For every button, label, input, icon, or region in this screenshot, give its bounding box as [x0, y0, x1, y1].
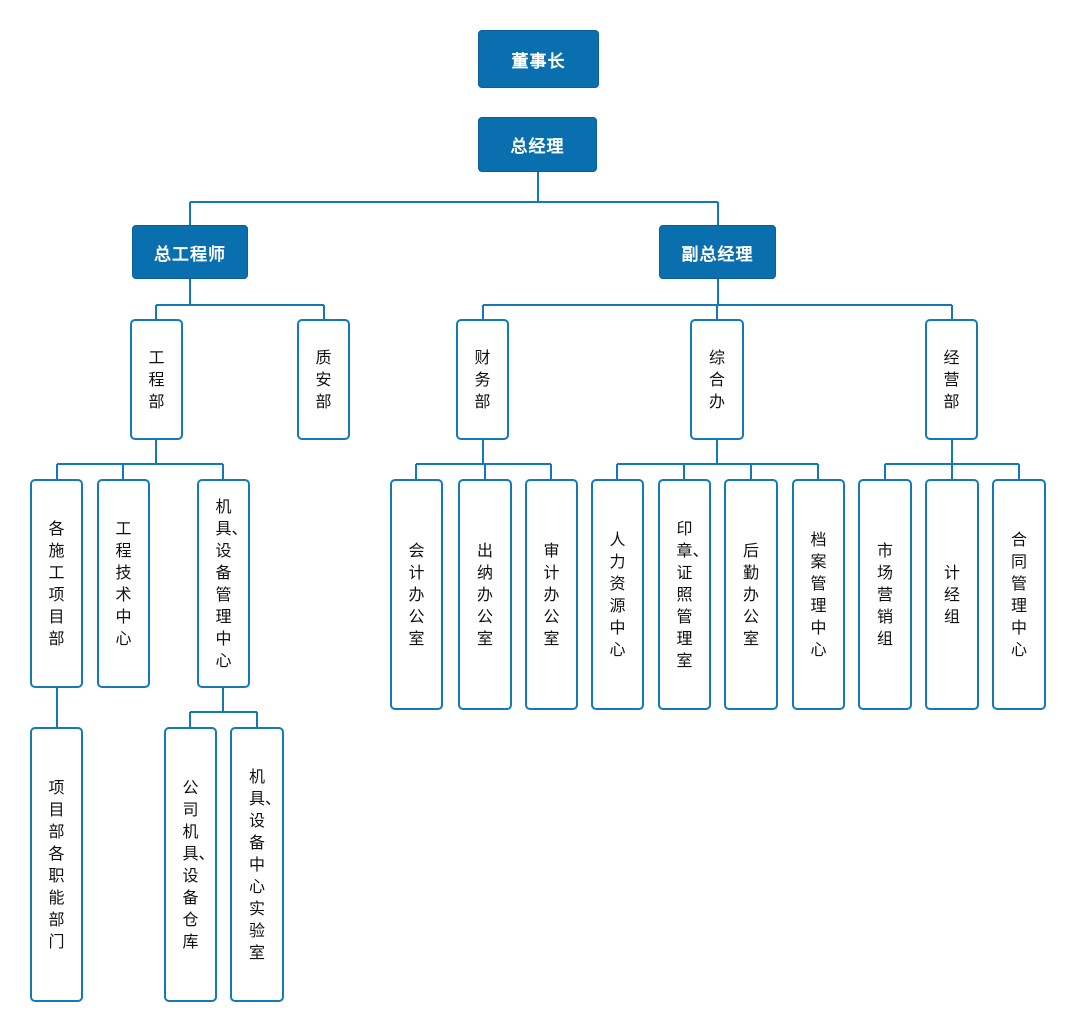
node-contract-center: 合同管理中心 [992, 479, 1046, 710]
node-equipment-center: 机具、设备管理中心 [197, 479, 250, 688]
node-engineering-dept: 工程部 [130, 319, 183, 440]
node-cashier-office: 出纳办公室 [458, 479, 512, 710]
node-accounting-office: 会计办公室 [390, 479, 443, 710]
node-equipment-lab: 机具、设备中心实验室 [230, 727, 284, 1002]
node-general-office: 综合办 [690, 319, 744, 440]
node-planning-group: 计经组 [925, 479, 979, 710]
node-general-manager: 总经理 [478, 117, 597, 172]
node-logistics-office: 后勤办公室 [724, 479, 778, 710]
node-business-dept: 经营部 [925, 319, 978, 440]
node-audit-office: 审计办公室 [525, 479, 578, 710]
node-chairman: 董事长 [478, 30, 599, 88]
node-seal-cert-office: 印章、证照管理室 [658, 479, 711, 710]
node-project-depts: 各施工项目部 [30, 479, 83, 688]
node-finance-dept: 财务部 [456, 319, 509, 440]
node-hr-center: 人力资源中心 [591, 479, 644, 710]
node-archives-center: 档案管理中心 [792, 479, 845, 710]
node-quality-safety-dept: 质安部 [297, 319, 350, 440]
node-marketing-group: 市场营销组 [858, 479, 912, 710]
node-chief-engineer: 总工程师 [132, 225, 248, 279]
node-deputy-gm: 副总经理 [659, 225, 776, 279]
node-project-functional-depts: 项目部各职能部门 [30, 727, 83, 1002]
node-equipment-warehouse: 公司机具、设备仓库 [164, 727, 217, 1002]
node-tech-center: 工程技术中心 [97, 479, 150, 688]
